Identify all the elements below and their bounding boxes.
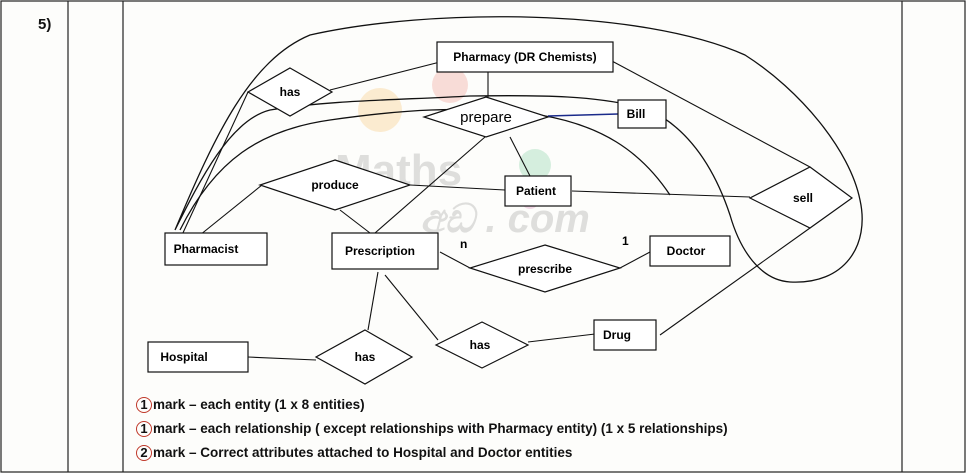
cardinality-n: n xyxy=(460,237,467,251)
mark-circle: 1 xyxy=(136,397,152,414)
rel-has-hospital: has xyxy=(314,329,414,385)
entity-drug: Drug xyxy=(593,319,657,351)
rel-prepare: prepare xyxy=(422,96,550,138)
rel-has-drug: has xyxy=(434,321,530,369)
rel-produce: produce xyxy=(258,159,412,211)
cardinality-1: 1 xyxy=(622,234,629,248)
mark-circle: 2 xyxy=(136,445,152,462)
svg-text:sell: sell xyxy=(793,191,813,205)
entity-doctor: Doctor xyxy=(649,235,731,267)
svg-text:Pharmacy (DR Chemists): Pharmacy (DR Chemists) xyxy=(453,50,596,64)
svg-text:has: has xyxy=(355,350,376,364)
rel-prescribe: prescribe xyxy=(467,244,623,293)
connector-lines xyxy=(181,59,811,361)
svg-text:prescribe: prescribe xyxy=(518,262,572,276)
entity-hospital: Hospital xyxy=(147,341,249,373)
entity-bill: Bill xyxy=(617,99,667,129)
svg-text:prepare: prepare xyxy=(460,109,512,126)
entity-patient: Patient xyxy=(504,175,572,207)
svg-text:Prescription: Prescription xyxy=(345,244,415,258)
svg-text:Doctor: Doctor xyxy=(667,244,706,258)
rel-sell: sell xyxy=(748,166,854,229)
svg-text:has: has xyxy=(280,85,301,99)
entity-prescription: Prescription xyxy=(331,232,439,270)
svg-text:produce: produce xyxy=(311,178,359,192)
svg-text:Drug: Drug xyxy=(603,328,631,342)
entity-pharmacy: Pharmacy (DR Chemists) xyxy=(436,41,614,73)
mark-circle: 1 xyxy=(136,421,152,438)
svg-text:Hospital: Hospital xyxy=(160,350,207,364)
svg-text:Pharmacist: Pharmacist xyxy=(174,242,239,256)
svg-text:has: has xyxy=(470,338,491,352)
svg-text:Patient: Patient xyxy=(516,184,556,198)
entity-pharmacist: Pharmacist xyxy=(164,232,268,266)
svg-text:Bill: Bill xyxy=(627,107,646,121)
hand-drawn-loop xyxy=(174,16,863,283)
question-number: 5) xyxy=(38,16,52,33)
rel-has-pharmacy: has xyxy=(246,67,334,117)
